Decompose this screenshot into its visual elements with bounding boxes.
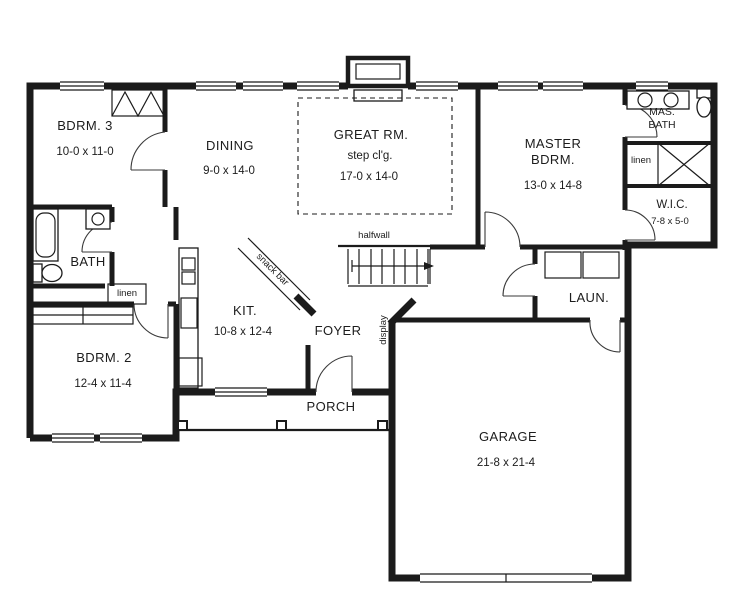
- stairs-direction-arrow: [424, 262, 434, 270]
- kitchen-fixtures: [178, 237, 311, 389]
- master-toilet: [696, 96, 712, 118]
- great-room-ceiling-outline: [297, 97, 453, 215]
- room-label-porch: PORCH: [306, 398, 356, 414]
- room-label-foyer: FOYER: [314, 322, 362, 338]
- porch-edge: [176, 420, 390, 432]
- doors: [81, 104, 658, 393]
- linen-label-hall: linen: [116, 288, 138, 300]
- kitchen-sink: [181, 257, 196, 271]
- master-bath-fixtures: [626, 88, 712, 187]
- master-vanity: [626, 90, 690, 110]
- halfwall-label: halfwall: [358, 230, 390, 242]
- room-label-master-bath: MAS. BATH: [648, 105, 676, 131]
- room-dims-dining: 9-0 x 14-0: [203, 164, 255, 177]
- stairs: [338, 244, 436, 287]
- bath-sink: [91, 212, 105, 226]
- room-label-great-room: GREAT RM.: [333, 126, 409, 142]
- room-dims-wic: 7-8 x 5-0: [651, 216, 689, 228]
- room-dims-great-room: 17-0 x 14-0: [339, 170, 399, 183]
- toilet: [41, 263, 63, 283]
- room-note-great-room: step cl'g.: [347, 149, 393, 162]
- bath-vanity: [85, 208, 111, 230]
- porch-post: [377, 420, 388, 431]
- room-label-garage: GARAGE: [478, 428, 538, 444]
- interior-walls: [30, 86, 714, 392]
- garage-door: [420, 573, 592, 583]
- room-dims-garage: 21-8 x 21-4: [476, 456, 536, 469]
- windows: [52, 81, 668, 443]
- bath-fixtures: [32, 208, 111, 283]
- room-label-master-bdrm: MASTER BDRM.: [524, 135, 582, 167]
- porch-post: [177, 420, 188, 431]
- snack-bar-counter: [237, 237, 311, 311]
- room-label-dining: DINING: [206, 137, 254, 153]
- master-sink-left: [637, 92, 653, 108]
- linen-label-master: linen: [630, 155, 652, 167]
- laundry-fixtures: [544, 251, 620, 279]
- range: [180, 297, 198, 329]
- room-dims-bdrm3: 10-0 x 11-0: [56, 145, 114, 158]
- shower: [657, 142, 711, 187]
- toilet-tank: [32, 263, 43, 283]
- kitchen-counter: [178, 247, 199, 389]
- room-label-wic: W.I.C.: [656, 198, 688, 211]
- porch-post: [276, 420, 287, 431]
- room-label-kitchen: KIT.: [233, 302, 257, 318]
- room-dims-kitchen: 10-8 x 12-4: [213, 325, 273, 338]
- room-dims-bdrm2: 12-4 x 11-4: [74, 377, 132, 390]
- display-label: display: [378, 315, 390, 345]
- room-dims-master-bdrm: 13-0 x 14-8: [523, 179, 583, 192]
- dryer: [582, 251, 620, 279]
- refrigerator: [178, 357, 203, 387]
- closets: [32, 89, 166, 325]
- washer: [544, 251, 582, 279]
- master-sink-right: [663, 92, 679, 108]
- fireplace: [345, 55, 411, 102]
- room-label-bath: BATH: [70, 253, 106, 269]
- room-label-bdrm3: BDRM. 3: [57, 117, 113, 133]
- room-label-laundry: LAUN.: [568, 289, 610, 305]
- room-label-bdrm2: BDRM. 2: [76, 349, 132, 365]
